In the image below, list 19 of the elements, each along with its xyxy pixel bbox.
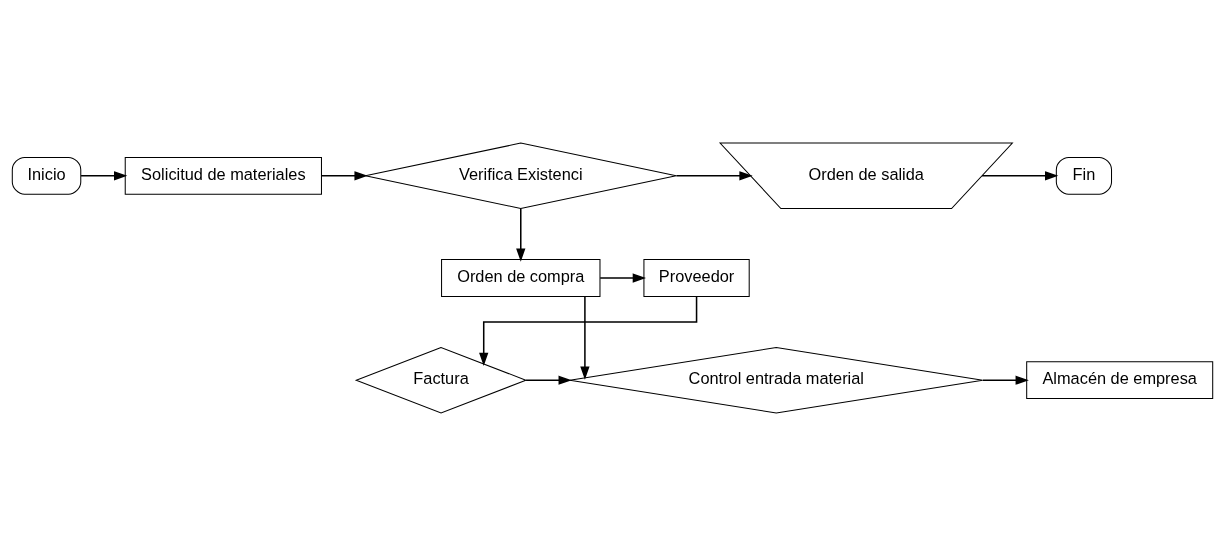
arrow [981,171,1059,181]
node-box: Fin [1055,156,1113,195]
node-diamond: Verifica Existenci [364,142,677,210]
node-box: Proveedor [643,259,750,297]
arrow [599,273,646,283]
node-diamond: Control entrada material [569,347,984,414]
node-box: Solicitud de materiales [124,156,322,195]
arrow [982,375,1029,385]
arrow [80,171,128,181]
node-box: Inicio [11,156,82,195]
arrow [675,171,753,181]
arrow [320,171,368,181]
arrow [525,375,572,385]
node-box: Orden de compra [441,259,601,297]
node-diamond: Factura [354,346,528,414]
arrow [479,296,698,366]
arrow [516,207,526,262]
arrow [580,295,590,380]
node-box: Almacén de empresa [1026,361,1214,400]
